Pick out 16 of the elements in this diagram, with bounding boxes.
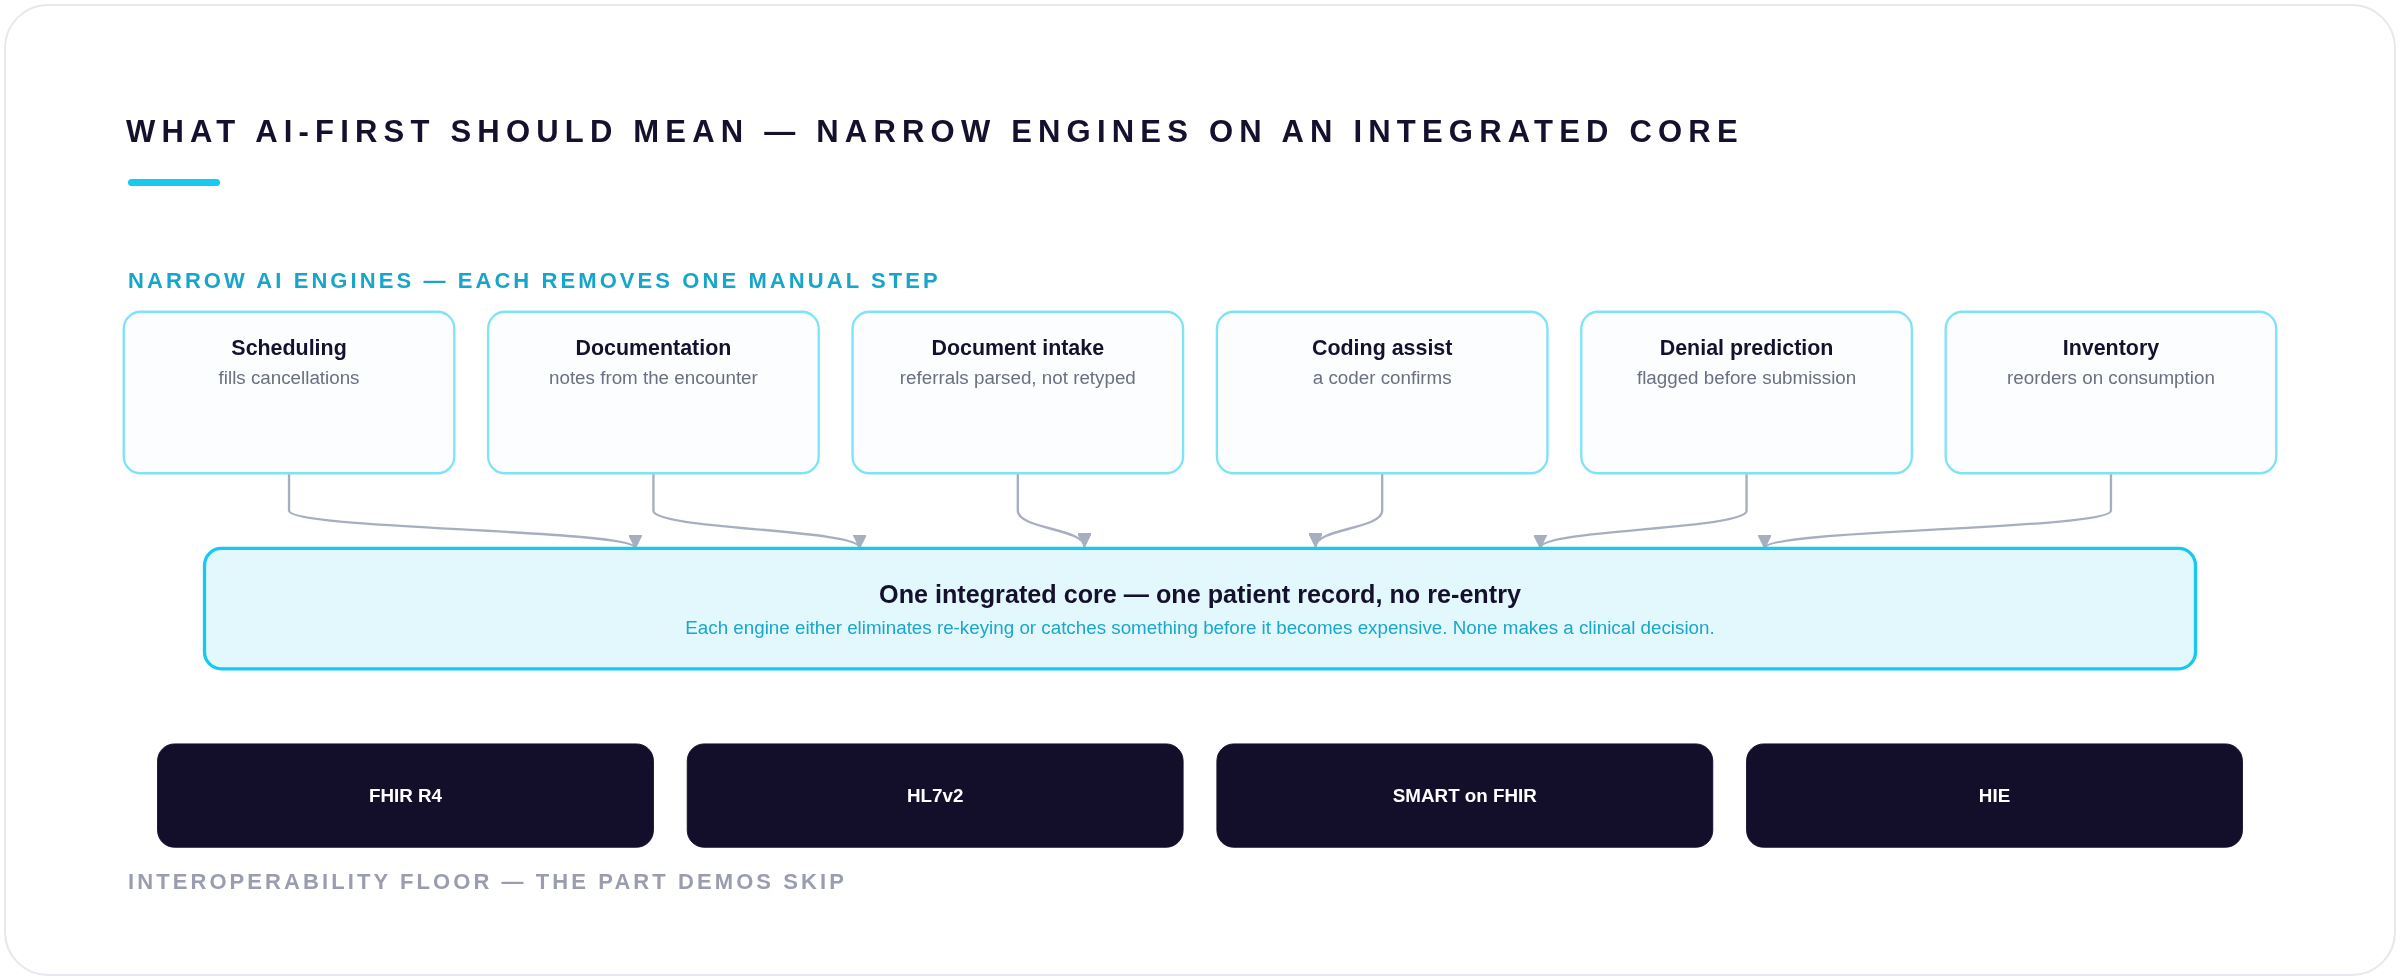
node-box: Inventory reorders on consumption xyxy=(1944,310,2278,475)
section-footer: INTEROPERABILITY FLOOR — THE PART DEMOS SKIP xyxy=(128,869,847,895)
node-box: One integrated core — one patient record, no re-entry Each engine either eliminates re-keying or catches something before it becomes expensive. None makes a clinical decision. xyxy=(202,546,2198,671)
node-box: Documentation notes from the encounter xyxy=(486,310,820,475)
node-box: HIE xyxy=(1746,743,2243,848)
node-box: Scheduling fills cancellations xyxy=(122,310,456,475)
node-box: HL7v2 xyxy=(686,743,1184,848)
arrow xyxy=(1312,473,1384,548)
node-box: SMART on FHIR xyxy=(1216,743,1714,848)
diagram-title: WHAT AI-FIRST SHOULD MEAN — NARROW ENGINES ON AN INTEGRATED CORE xyxy=(126,114,1744,150)
arrow xyxy=(1016,473,1088,548)
node-box: FHIR R4 xyxy=(157,743,654,848)
section-heading: NARROW AI ENGINES — EACH REMOVES ONE MANUAL STEP xyxy=(128,268,941,294)
node-box: Coding assist a coder confirms xyxy=(1215,310,1549,475)
node-box: Denial prediction flagged before submission xyxy=(1580,310,1914,475)
node-box: Document intake referrals parsed, not retyped xyxy=(851,310,1185,475)
